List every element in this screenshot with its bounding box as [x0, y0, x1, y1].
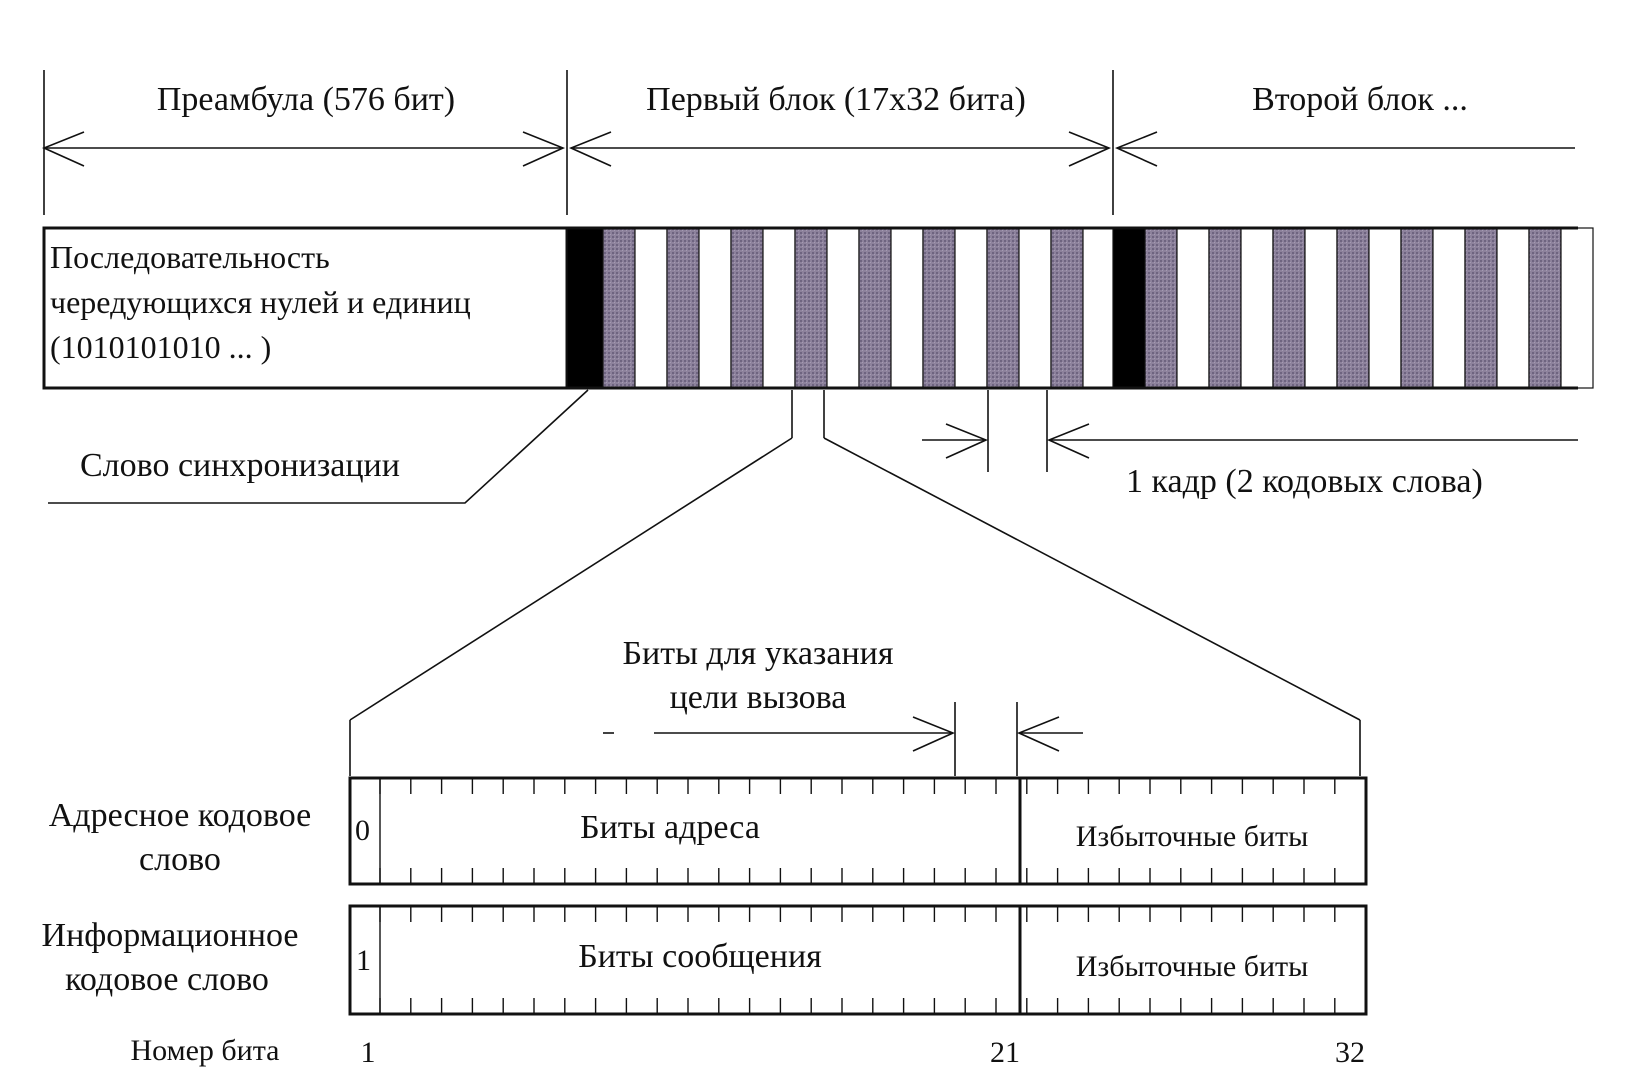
codeword-cell-shaded [1528, 227, 1562, 389]
info-codeword-label-line-2: кодовое слово [65, 961, 269, 998]
codeword-cell-white [698, 227, 732, 389]
codeword-cell-white [762, 227, 796, 389]
frame-dimension [922, 390, 1578, 472]
codeword-cell-shaded [986, 227, 1020, 389]
codeword-cell-shaded [1464, 227, 1498, 389]
address-codeword-row [348, 776, 1368, 886]
bit-number-tick-32: 32 [1335, 1036, 1365, 1069]
codeword-cell-white [1496, 227, 1530, 389]
bit-number-label: Номер бита [130, 1034, 279, 1067]
codeword-cell-shaded [730, 227, 764, 389]
codeword-cell-white [1560, 227, 1594, 389]
address-codeword-label-line-2: слово [139, 841, 221, 878]
codeword-cell-white [1176, 227, 1210, 389]
codeword-cell-white [1304, 227, 1338, 389]
zoom-lines [349, 390, 1361, 776]
sync-word-cell [1112, 227, 1146, 389]
info-codeword-box [348, 904, 1368, 1016]
bit-number-tick-21: 21 [990, 1036, 1020, 1069]
sync-word-cell [566, 227, 604, 389]
info-codeword-row [348, 904, 1368, 1016]
address-redundant-bits-label: Избыточные биты [1076, 820, 1309, 853]
call-target-label-line-1: Биты для указания [623, 635, 894, 672]
top-dimension-lines [41, 70, 1575, 215]
sync-word-label: Слово синхронизации [80, 447, 400, 484]
codeword-cell-shaded [602, 227, 636, 389]
preamble-text-line-1: Последовательность [50, 239, 330, 275]
codeword-cell-shaded [666, 227, 700, 389]
address-flag-bit: 0 [355, 814, 370, 847]
codeword-cell-shaded [1336, 227, 1370, 389]
codeword-cell-white [954, 227, 988, 389]
codeword-cell-shaded [1272, 227, 1306, 389]
address-codeword-box [348, 776, 1368, 886]
codeword-cell-shaded [794, 227, 828, 389]
info-codeword-label-line-1: Информационное [42, 917, 299, 954]
codeword-cell-shaded [922, 227, 956, 389]
codeword-cell-shaded [1050, 227, 1084, 389]
first-block-span-label: Первый блок (17x32 бита) [646, 81, 1026, 118]
codeword-cell-white [1240, 227, 1274, 389]
codeword-cell-white [1432, 227, 1466, 389]
sync-word-leader [48, 389, 589, 504]
codeword-cell-shaded [1400, 227, 1434, 389]
frame-label: 1 кадр (2 кодовых слова) [1126, 463, 1483, 500]
preamble-text-line-3: (1010101010 ... ) [50, 329, 271, 365]
bit-stream-bar [42, 226, 1594, 390]
bit-number-tick-1: 1 [361, 1036, 376, 1069]
preamble-box [42, 226, 569, 390]
preamble-text-line-2: чередующихся нулей и единиц [50, 284, 471, 320]
codeword-cell-shaded [1144, 227, 1178, 389]
info-flag-bit: 1 [356, 944, 371, 977]
codeword-cell-shaded [858, 227, 892, 389]
codeword-cell-white [1018, 227, 1052, 389]
codeword-cell-white [1368, 227, 1402, 389]
codeword-cell-white [890, 227, 924, 389]
message-bits-label: Биты сообщения [578, 938, 822, 975]
codeword-cell-shaded [1208, 227, 1242, 389]
codeword-cell-white [826, 227, 860, 389]
info-redundant-bits-label: Избыточные биты [1076, 950, 1309, 983]
codeword-cell-white [634, 227, 668, 389]
codeword-cell-white [1082, 227, 1116, 389]
address-bits-label: Биты адреса [580, 809, 760, 846]
address-codeword-label-line-1: Адресное кодовое [49, 797, 312, 834]
call-target-dimension [603, 702, 1083, 776]
call-target-label-line-2: цели вызова [670, 679, 847, 716]
second-block-span-label: Второй блок ... [1252, 81, 1468, 118]
preamble-span-label: Преамбула (576 бит) [157, 81, 455, 118]
